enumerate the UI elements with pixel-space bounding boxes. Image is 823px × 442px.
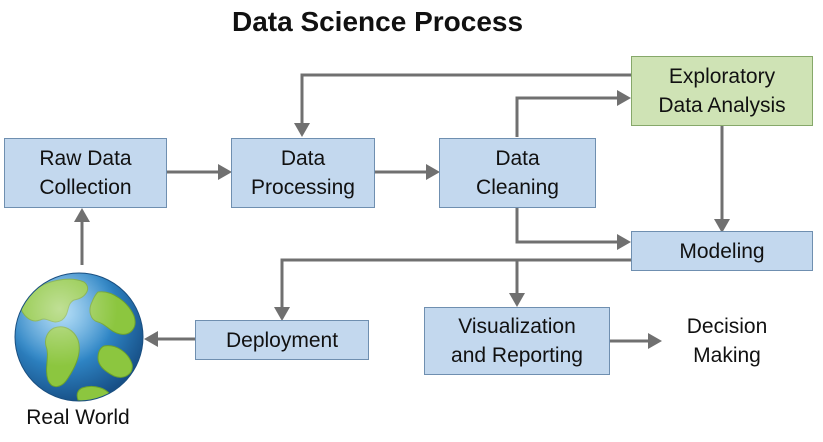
label-real-world: Real World [26, 406, 130, 429]
node-decision-making-line1: Decision [686, 315, 768, 338]
node-decision-making: Decision Making [662, 312, 792, 370]
arrow-eda-to-processing [300, 73, 631, 133]
node-raw-data-collection-line1: Raw Data [39, 147, 132, 170]
node-data-processing-line1: Data [280, 147, 326, 170]
node-decision-making-line2: Making [693, 344, 761, 367]
node-eda-line2: Data Analysis [658, 94, 786, 117]
arrow-modeling-to-deployment [280, 258, 631, 317]
diagram-title: Data Science Process [231, 6, 524, 37]
arrow-cleaning-to-modeling [515, 207, 627, 244]
node-visualization-and-reporting: Visualization and Reporting [424, 307, 610, 375]
node-raw-data-collection: Raw Data Collection [4, 138, 167, 208]
globe-icon [14, 272, 144, 402]
node-exploratory-data-analysis: Exploratory Data Analysis [631, 56, 813, 126]
node-modeling: Modeling [631, 231, 813, 271]
node-data-processing-line2: Processing [251, 176, 355, 199]
node-data-processing: Data Processing [231, 138, 375, 208]
node-raw-data-collection-line2: Collection [39, 176, 132, 199]
node-visualization-line2: and Reporting [451, 344, 583, 367]
node-visualization-line1: Visualization [458, 315, 576, 338]
node-data-cleaning-line2: Cleaning [476, 176, 559, 199]
node-deployment-label: Deployment [225, 328, 339, 352]
node-modeling-label: Modeling [679, 239, 765, 263]
node-eda-line1: Exploratory [668, 65, 776, 88]
arrow-cleaning-to-eda [515, 96, 627, 137]
node-deployment: Deployment [195, 320, 369, 360]
node-data-cleaning: Data Cleaning [439, 138, 596, 208]
node-data-cleaning-line1: Data [495, 147, 540, 170]
